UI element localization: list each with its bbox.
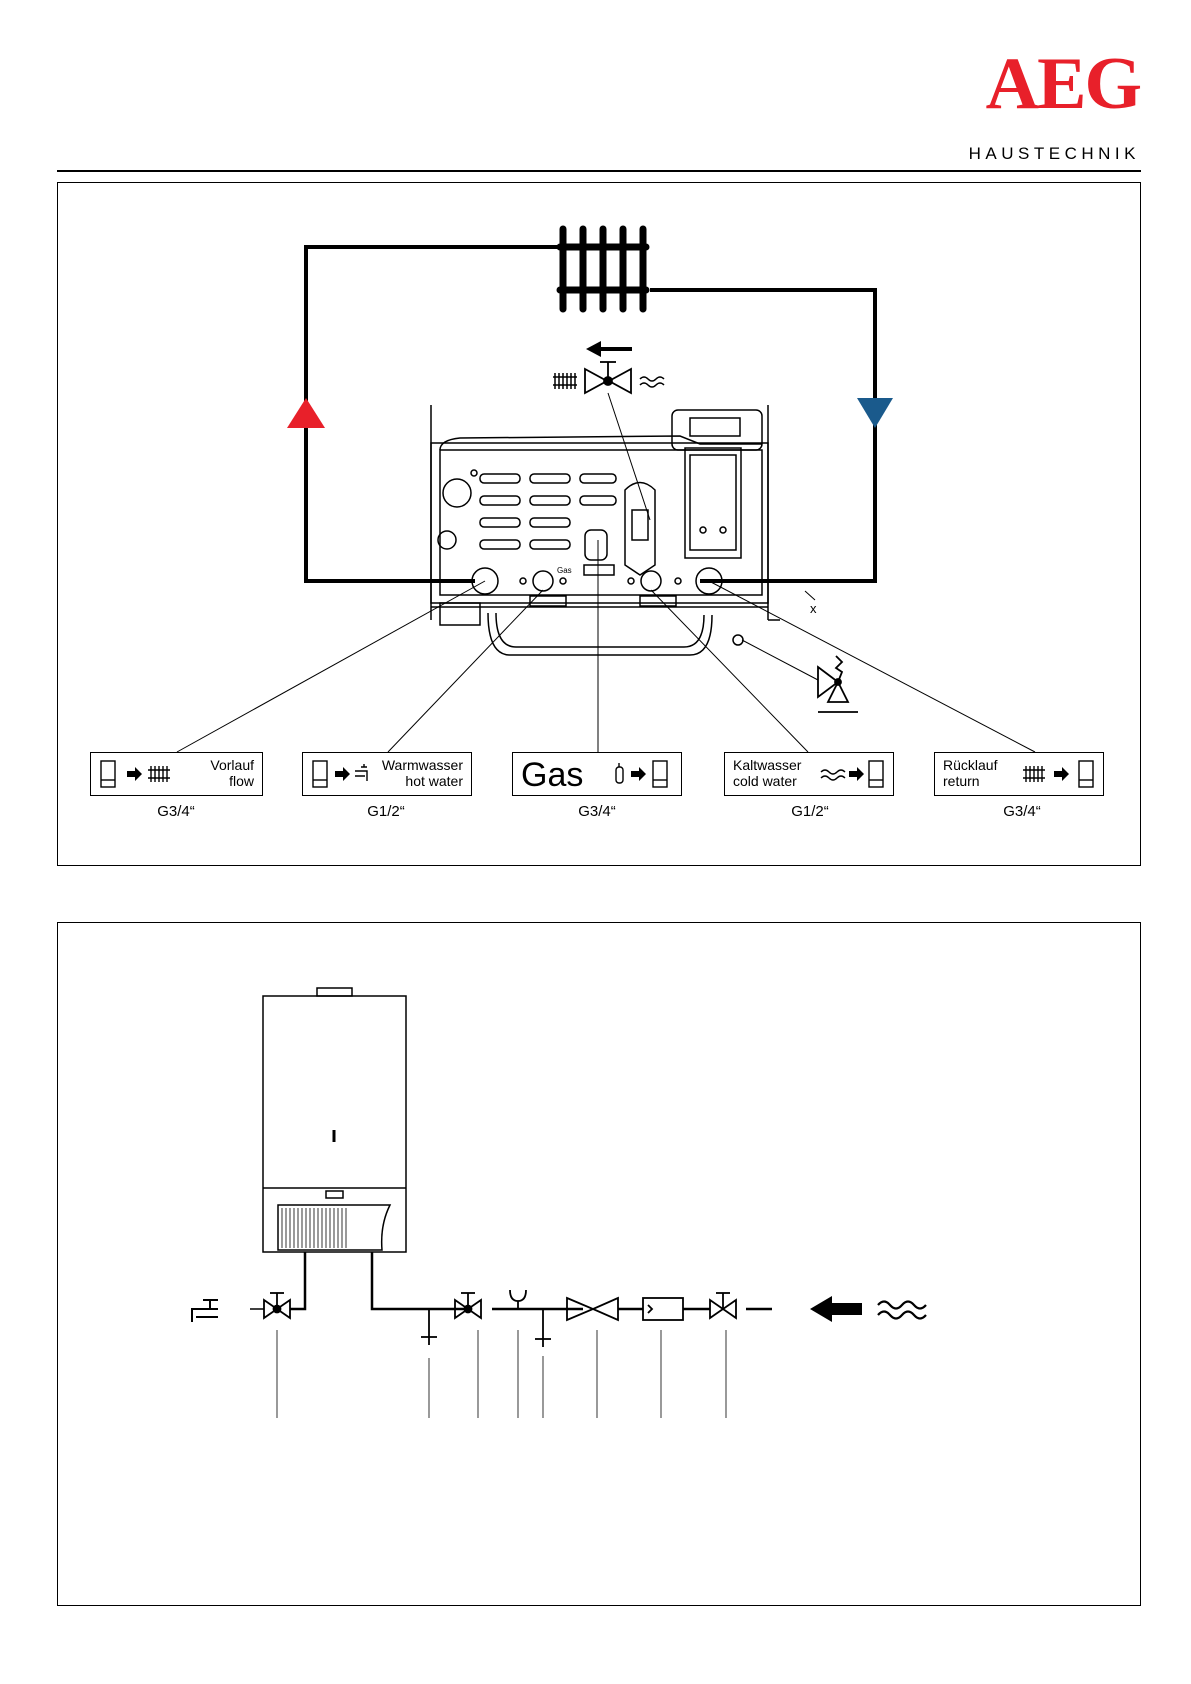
connection-cold-water-box: Kaltwasser cold water	[724, 752, 894, 796]
gas-plate-label: Gas	[557, 566, 572, 575]
hot-water-label-en: hot water	[405, 773, 463, 789]
cold-water-label-en: cold water	[733, 773, 797, 789]
three-way-valve-icon	[584, 361, 632, 395]
return-label-en: return	[943, 773, 980, 789]
gas-size: G3/4“	[578, 803, 616, 820]
connection-flow-box: Vorlauf flow	[90, 752, 263, 796]
connection-hot-water-box: Warmwasser hot water	[302, 752, 472, 796]
hot-water-size: G1/2“	[367, 803, 405, 820]
leader-lines	[176, 540, 1036, 753]
flow-direction-arrow-icon	[586, 341, 632, 357]
return-label-de: Rücklauf	[943, 757, 998, 773]
brand-logo-text: AEG	[985, 43, 1142, 125]
small-radiator-icon	[553, 373, 577, 389]
small-water-waves-icon	[639, 376, 665, 388]
cold-water-size: G1/2“	[791, 803, 829, 820]
brand-subtitle: HAUSTECHNIK	[968, 144, 1140, 163]
connections-diagram-panel	[57, 182, 1141, 866]
safety-valve-icon	[817, 655, 858, 713]
flow-label-en: flow	[229, 773, 254, 789]
cold-water-label-de: Kaltwasser	[733, 757, 802, 773]
heating-circuit	[304, 245, 877, 583]
hot-water-label-de: Warmwasser	[381, 757, 463, 773]
radiator-icon	[556, 225, 650, 313]
water-to-boiler-icon	[820, 760, 884, 788]
flow-arrow-icon	[287, 398, 325, 428]
flow-label-de: Vorlauf	[210, 757, 254, 773]
svg-text:x: x	[810, 601, 817, 616]
header-rule	[57, 170, 1141, 172]
brand-logo: AEG	[930, 44, 1142, 124]
gas-to-boiler-icon	[615, 760, 668, 788]
flow-size: G3/4“	[157, 803, 195, 820]
return-arrow-icon	[857, 398, 893, 428]
boiler-to-tap-icon	[312, 760, 368, 788]
connection-gas-box: Gas	[512, 752, 682, 796]
return-size: G3/4“	[1003, 803, 1041, 820]
boiler-to-radiator-icon	[100, 760, 170, 788]
connection-return-box: Rücklauf return	[934, 752, 1104, 796]
hydraulic-diagram-panel	[57, 922, 1141, 1606]
gas-label: Gas	[521, 756, 584, 794]
radiator-to-boiler-icon	[1023, 760, 1094, 788]
boiler-underside	[430, 405, 780, 656]
